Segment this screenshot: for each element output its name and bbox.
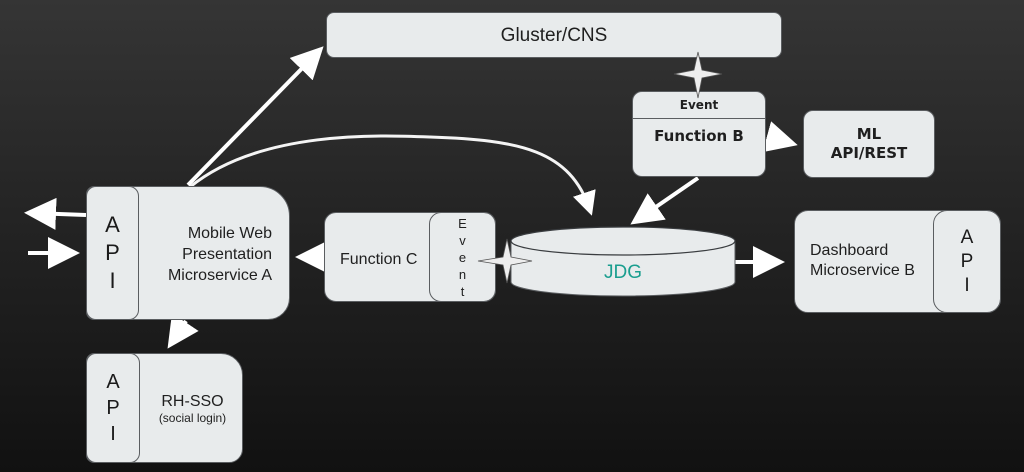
jdg-label: JDG: [604, 262, 642, 283]
mobile-web-api-tab[interactable]: A P I: [86, 186, 139, 320]
dashboard-node[interactable]: Dashboard Microservice B A P I: [794, 210, 1001, 313]
function-b-event-header: Event: [633, 92, 765, 119]
arrow-mobile-to-rhsso: [167, 313, 199, 349]
function-b-event-label: Event: [679, 98, 719, 112]
mobile-web-line1: Mobile Web: [187, 225, 272, 242]
arrow-functionb-to-ml: [762, 121, 798, 153]
api-letter: P: [105, 240, 120, 265]
event-letter: n: [458, 266, 467, 282]
api-letter: P: [106, 397, 120, 419]
function-c-node[interactable]: Function C E v e n t: [324, 212, 496, 302]
event-letter: e: [458, 249, 467, 265]
mobile-web-api-label: A P I: [105, 211, 120, 295]
rh-sso-line1: RH-SSO: [161, 393, 224, 410]
api-letter: P: [960, 250, 974, 272]
mobile-web-label: Mobile Web Presentation Microservice A: [168, 223, 272, 286]
arrow-mobile-to-jdg-curved: [189, 134, 596, 216]
rh-sso-node[interactable]: A P I RH-SSO (social login): [86, 353, 243, 463]
mobile-web-line3: Microservice A: [167, 267, 272, 284]
arrow-outbound: [24, 197, 87, 230]
function-c-event-tab[interactable]: E v e n t: [429, 212, 496, 302]
gluster-cns-node[interactable]: Gluster/CNS: [326, 12, 782, 58]
function-b-label: Function B: [654, 127, 744, 145]
ml-api-node[interactable]: ML API/REST: [803, 110, 935, 178]
api-letter: I: [109, 268, 116, 293]
event-letter: t: [460, 283, 465, 299]
api-letter: A: [106, 371, 120, 393]
dashboard-api-label: A P I: [961, 226, 974, 298]
function-c-label: Function C: [340, 251, 418, 268]
api-letter: A: [105, 212, 120, 237]
ml-line1: ML: [856, 125, 882, 143]
arrow-mobile-to-gluster: [186, 46, 324, 187]
rh-sso-line2: (social login): [158, 411, 227, 425]
gluster-cns-label: Gluster/CNS: [500, 24, 608, 46]
ml-line2: API/REST: [830, 144, 908, 162]
mobile-web-node[interactable]: A P I Mobile Web Presentation Microservi…: [86, 186, 290, 320]
rh-sso-api-tab[interactable]: A P I: [86, 353, 140, 463]
event-letter: E: [458, 215, 467, 231]
dashboard-line2: Microservice B: [810, 262, 915, 279]
rh-sso-label: RH-SSO (social login): [147, 392, 238, 426]
dashboard-label: Dashboard Microservice B: [810, 241, 915, 281]
api-letter: I: [110, 423, 116, 445]
dashboard-line1: Dashboard: [810, 242, 889, 259]
arrow-functionb-to-jdg: [630, 176, 700, 225]
dashboard-api-tab[interactable]: A P I: [933, 210, 1001, 313]
api-letter: I: [964, 274, 970, 296]
api-letter: A: [960, 226, 974, 248]
function-b-node[interactable]: Event Function B: [632, 91, 766, 177]
mobile-web-line2: Presentation: [182, 246, 272, 263]
event-letter: v: [459, 232, 466, 248]
rh-sso-api-label: A P I: [106, 369, 119, 447]
